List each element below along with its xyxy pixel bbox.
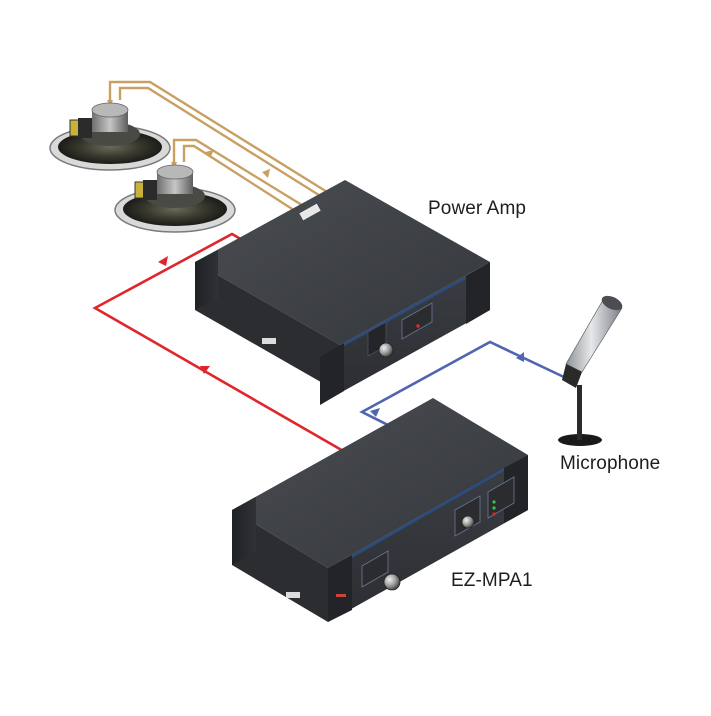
preamp-led-green-2 [492,506,496,510]
preamp-logo-mark [336,594,346,597]
preamp-panel-window-left [361,550,389,588]
power-amp-endcap-right [466,262,490,324]
arrow-icon [516,352,524,362]
knob-icon [461,515,475,529]
power-amp-foot [262,338,276,344]
microphone-clip [562,364,582,388]
speaker-cable-inner-a [172,138,311,212]
power-amp-endcap-front [320,343,344,405]
preamp-led-red [492,512,496,516]
microphone-icon [558,295,623,446]
microphone-grille [601,295,623,311]
power-amp-side [195,262,340,393]
preamp-unit [232,398,528,622]
microphone-label: Microphone [560,453,661,474]
preamp-top [232,398,528,568]
power-amp-endcap-left [195,250,218,310]
microphone-body [565,299,623,373]
speaker-1-magnet-top [91,102,129,118]
preamp-endcap-right [504,455,528,523]
microphone-stand [577,385,582,440]
preamp-label: EZ-MPA1 [451,570,533,591]
arrow-icon [200,366,210,374]
arrow-icon [158,256,168,266]
preamp-foot [286,592,300,598]
speaker-icon [114,164,236,233]
power-amp-connector [299,203,321,221]
speaker-cable-inner-b [182,144,301,216]
preamp-accent [352,468,504,558]
preamp-endcap-left [232,497,256,565]
arrow-icon [370,408,380,417]
mic-cable-path [359,340,567,428]
speaker-2-terminal-block [143,180,157,200]
power-amp-panel-window [401,302,433,340]
power-amp-label: Power Amp [428,198,527,219]
speaker-icon [49,102,171,171]
speaker-1-terminal-block [78,118,92,138]
preamp-led-green-1 [492,500,496,504]
arrow-icon [205,150,214,158]
knob-icon [378,342,394,358]
line-level-cable [92,232,346,454]
speaker-2-magnet-top [156,164,194,180]
arrow-icon [262,169,270,178]
knob-icon [383,573,401,591]
mic-cable [359,340,567,428]
power-amp-unit [195,180,490,405]
line-level-cable-path [92,232,346,454]
preamp-endcap-front [328,555,352,622]
speaker-cable-outer-b [118,86,331,204]
power-amp-top [195,180,490,345]
speaker-cable-outer-a [108,80,341,202]
power-amp-led [416,324,420,328]
speaker-cables [108,80,341,216]
